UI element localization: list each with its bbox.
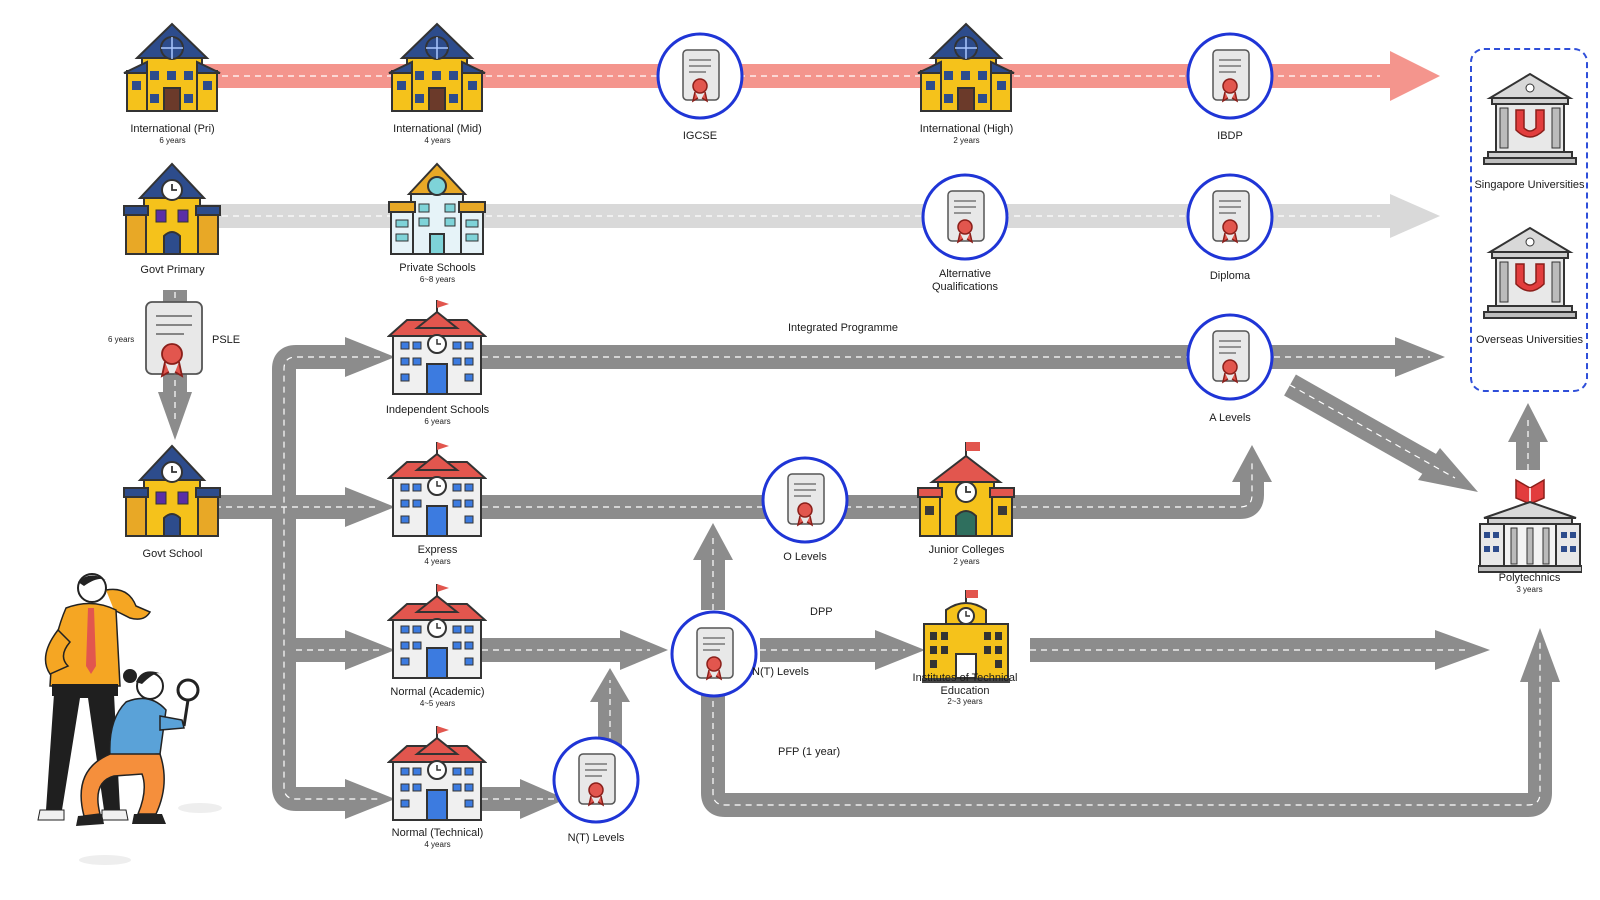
node-duration: 6 years <box>424 416 451 426</box>
node-name: Independent Schools <box>385 404 490 416</box>
node-name: Normal (Academic) <box>390 686 485 698</box>
flag-school-icon <box>386 440 488 545</box>
psle-label: PSLE <box>212 334 241 346</box>
node-name: Govt Primary <box>140 264 205 276</box>
node-duration: 4 years <box>424 839 451 849</box>
label-a-levels: A Levels <box>1170 412 1290 425</box>
certificate-icon <box>921 173 1009 266</box>
node-duration: 4~5 years <box>419 698 456 708</box>
integrated-programme-label: Integrated Programme <box>788 322 899 334</box>
road-centre-dashes <box>174 292 1541 806</box>
pfp-label: PFP (1 year) <box>778 746 841 758</box>
node-name: A Levels <box>1209 412 1251 424</box>
node-name: N(T) Levels <box>752 666 809 678</box>
node-name: Express <box>417 544 458 556</box>
node-duration: 2 years <box>953 135 980 145</box>
node-name: O Levels <box>783 551 827 563</box>
node-duration: 4 years <box>424 556 451 566</box>
node-name: International (Mid) <box>393 123 482 135</box>
node-name: Private Schools <box>399 262 476 274</box>
university-icon <box>1480 222 1580 327</box>
certificate-icon <box>761 456 849 549</box>
label-intl-pri: International (Pri) 6 years <box>110 123 235 145</box>
label-ite: Institutes of Technical Education 2~3 ye… <box>895 672 1035 706</box>
private-school-icon <box>387 158 487 263</box>
label-junior-colleges: Junior Colleges 2 years <box>904 544 1029 566</box>
node-name: Govt School <box>142 548 203 560</box>
clock-school-icon <box>916 440 1016 545</box>
label-o-levels: O Levels <box>745 551 865 564</box>
certificate-icon <box>1186 173 1274 266</box>
label-polytechnics: Polytechnics 3 years <box>1472 572 1587 594</box>
flag-school-icon <box>386 582 488 687</box>
label-igcse: IGCSE <box>640 130 760 143</box>
label-normal-technical: Normal (Technical) 4 years <box>370 827 505 849</box>
psle-duration-label: 6 years <box>108 335 135 344</box>
dpp-label: DPP <box>810 606 833 618</box>
people-searching-illustration <box>10 570 230 875</box>
node-name: N(T) Levels <box>567 832 625 844</box>
ite-school-icon <box>916 588 1016 689</box>
node-name: IGCSE <box>682 130 718 142</box>
label-intl-mid: International (Mid) 4 years <box>375 123 500 145</box>
node-duration: 6~8 years <box>419 274 456 284</box>
label-govt-primary: Govt Primary <box>110 264 235 277</box>
label-sg-unis: Singapore Universities <box>1472 179 1587 192</box>
node-name: Junior Colleges <box>928 544 1005 556</box>
node-name: International (Pri) <box>130 123 215 135</box>
node-duration: 2 years <box>953 556 980 566</box>
certificate-icon <box>670 610 758 703</box>
node-duration: 4 years <box>424 135 451 145</box>
clock-school-icon <box>122 158 222 263</box>
node-name: Polytechnics <box>1498 572 1561 584</box>
certificate-icon <box>552 736 640 829</box>
node-name: Alternative Qualifications <box>931 268 999 293</box>
node-name: Normal (Technical) <box>391 827 484 839</box>
node-duration: 3 years <box>1516 584 1543 594</box>
node-name: Institutes of Technical Education <box>912 672 1018 697</box>
label-alt-quals: Alternative Qualifications <box>920 268 1010 293</box>
label-intl-high: International (High) 2 years <box>904 123 1029 145</box>
certificate-icon <box>1186 32 1274 125</box>
label-ibdp: IBDP <box>1170 130 1290 143</box>
certificate-icon <box>656 32 744 125</box>
label-nt-levels-mid: N(T) Levels <box>752 666 832 679</box>
node-duration: 6 years <box>159 135 186 145</box>
label-express: Express 4 years <box>375 544 500 566</box>
node-name: Singapore Universities <box>1474 179 1585 191</box>
universities-group-box <box>1470 48 1588 392</box>
node-name: Diploma <box>1209 270 1251 282</box>
university-icon <box>1480 68 1580 173</box>
node-name: Overseas Universities <box>1476 334 1583 346</box>
globe-school-icon <box>122 16 222 121</box>
label-overseas-unis: Overseas Universities <box>1472 334 1587 347</box>
label-normal-academic: Normal (Academic) 4~5 years <box>370 686 505 708</box>
label-diploma: Diploma <box>1170 270 1290 283</box>
node-name: International (High) <box>919 123 1014 135</box>
globe-school-icon <box>916 16 1016 121</box>
label-independent-schools: Independent Schools 6 years <box>370 404 505 426</box>
clock-school-icon <box>122 440 222 545</box>
label-govt-school: Govt School <box>110 548 235 561</box>
globe-school-icon <box>387 16 487 121</box>
certificate-icon <box>1186 313 1274 406</box>
polytechnic-icon <box>1477 474 1583 579</box>
node-duration: 2~3 years <box>947 697 983 707</box>
flag-school-icon <box>386 724 488 829</box>
label-private-schools: Private Schools 6~8 years <box>375 262 500 284</box>
node-name: IBDP <box>1217 130 1243 142</box>
certificate-icon <box>132 296 214 387</box>
label-nt-levels-low: N(T) Levels <box>536 832 656 845</box>
flag-school-icon <box>386 298 488 403</box>
